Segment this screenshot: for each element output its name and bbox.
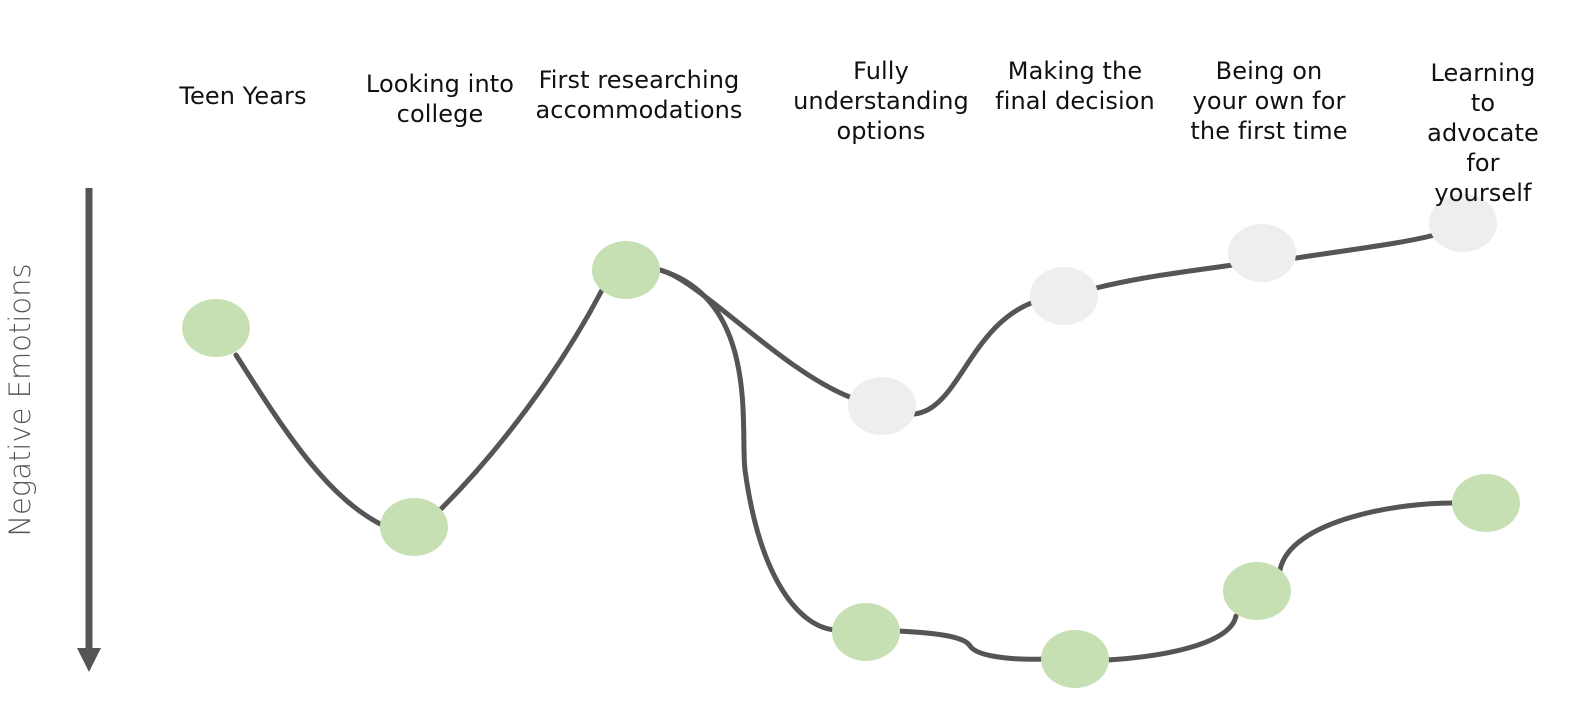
connector-upper-own-to-advocate [1293,232,1437,261]
stage-label-making-final-decision: Making the final decision [995,57,1155,115]
stage-label-learning-to-advocate: Learning to advocate for yourself [1427,59,1539,207]
connector-upper-options-to-decision [911,297,1043,417]
stage-label-fully-understanding: Fully understanding options [793,57,969,145]
node-upper-learning-to-advocate [1429,194,1497,252]
node-upper-fully-understanding [848,377,916,435]
stage-label-being-on-own: Being on your own for the first time [1190,57,1348,145]
connector-research-to-upper-options [657,267,855,401]
journey-nodes [182,194,1520,688]
axis-label-negative-emotions: Negative Emotions [3,263,37,537]
connector-research-to-lower-options [657,267,839,633]
node-looking-into-college [380,498,448,556]
connector-college-to-research [437,287,605,513]
connector-curves [233,232,1459,663]
connector-lower-options-to-decision [894,628,1047,662]
connector-lower-decision-to-own [1104,613,1239,663]
connector-lower-own-to-advocate [1277,500,1459,573]
stage-label-looking-into-college: Looking into college [365,70,515,128]
axis-arrowhead-icon [77,648,101,672]
connector-teen-to-college [233,352,389,530]
node-lower-fully-understanding [832,603,900,661]
node-lower-learning-to-advocate [1452,474,1520,532]
node-lower-making-final-decision [1041,630,1109,688]
node-first-researching [592,241,660,299]
node-lower-being-on-own [1223,562,1291,620]
node-upper-making-final-decision [1030,267,1098,325]
node-upper-being-on-own [1228,224,1296,282]
stage-label-first-researching: First researching accommodations [535,66,743,124]
stage-label-teen-years: Teen Years [179,82,307,110]
node-teen-years [182,299,250,357]
connector-upper-decision-to-own [1093,262,1235,291]
